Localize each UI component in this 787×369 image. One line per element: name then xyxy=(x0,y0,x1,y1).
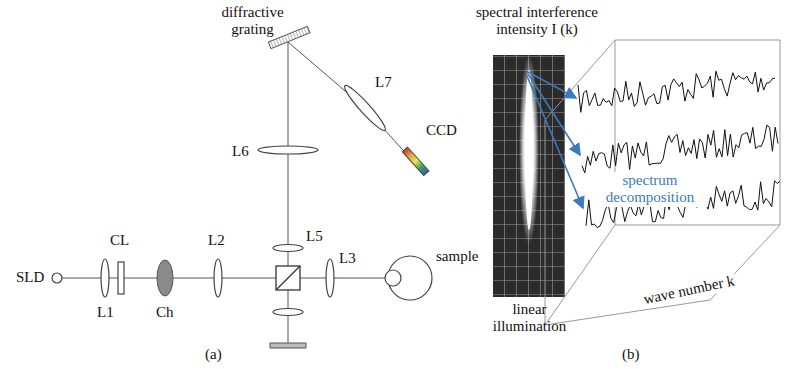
part-label: L5 xyxy=(306,228,323,245)
part-label: Ch xyxy=(156,304,174,321)
spectrum-trace xyxy=(582,125,778,173)
part-label: SLD xyxy=(16,269,44,286)
part-label: spectral interference intensity I (k) xyxy=(462,4,612,39)
part-label: sample xyxy=(436,248,479,265)
panel-label: (b) xyxy=(622,346,640,363)
part-label: CL xyxy=(110,232,129,249)
part-label: L3 xyxy=(339,250,356,267)
part-label: CCD xyxy=(426,122,457,139)
part-label: diffractive grating xyxy=(205,4,300,39)
spectrum-trace xyxy=(578,71,775,112)
part-label: linear illumination xyxy=(482,301,577,336)
part-label: spectrum decomposition xyxy=(592,172,708,207)
part-label: L7 xyxy=(375,74,392,91)
part-label: L6 xyxy=(232,143,249,160)
panel-label: (a) xyxy=(205,346,222,363)
part-label: L1 xyxy=(97,304,114,321)
part-label: L2 xyxy=(208,232,225,249)
